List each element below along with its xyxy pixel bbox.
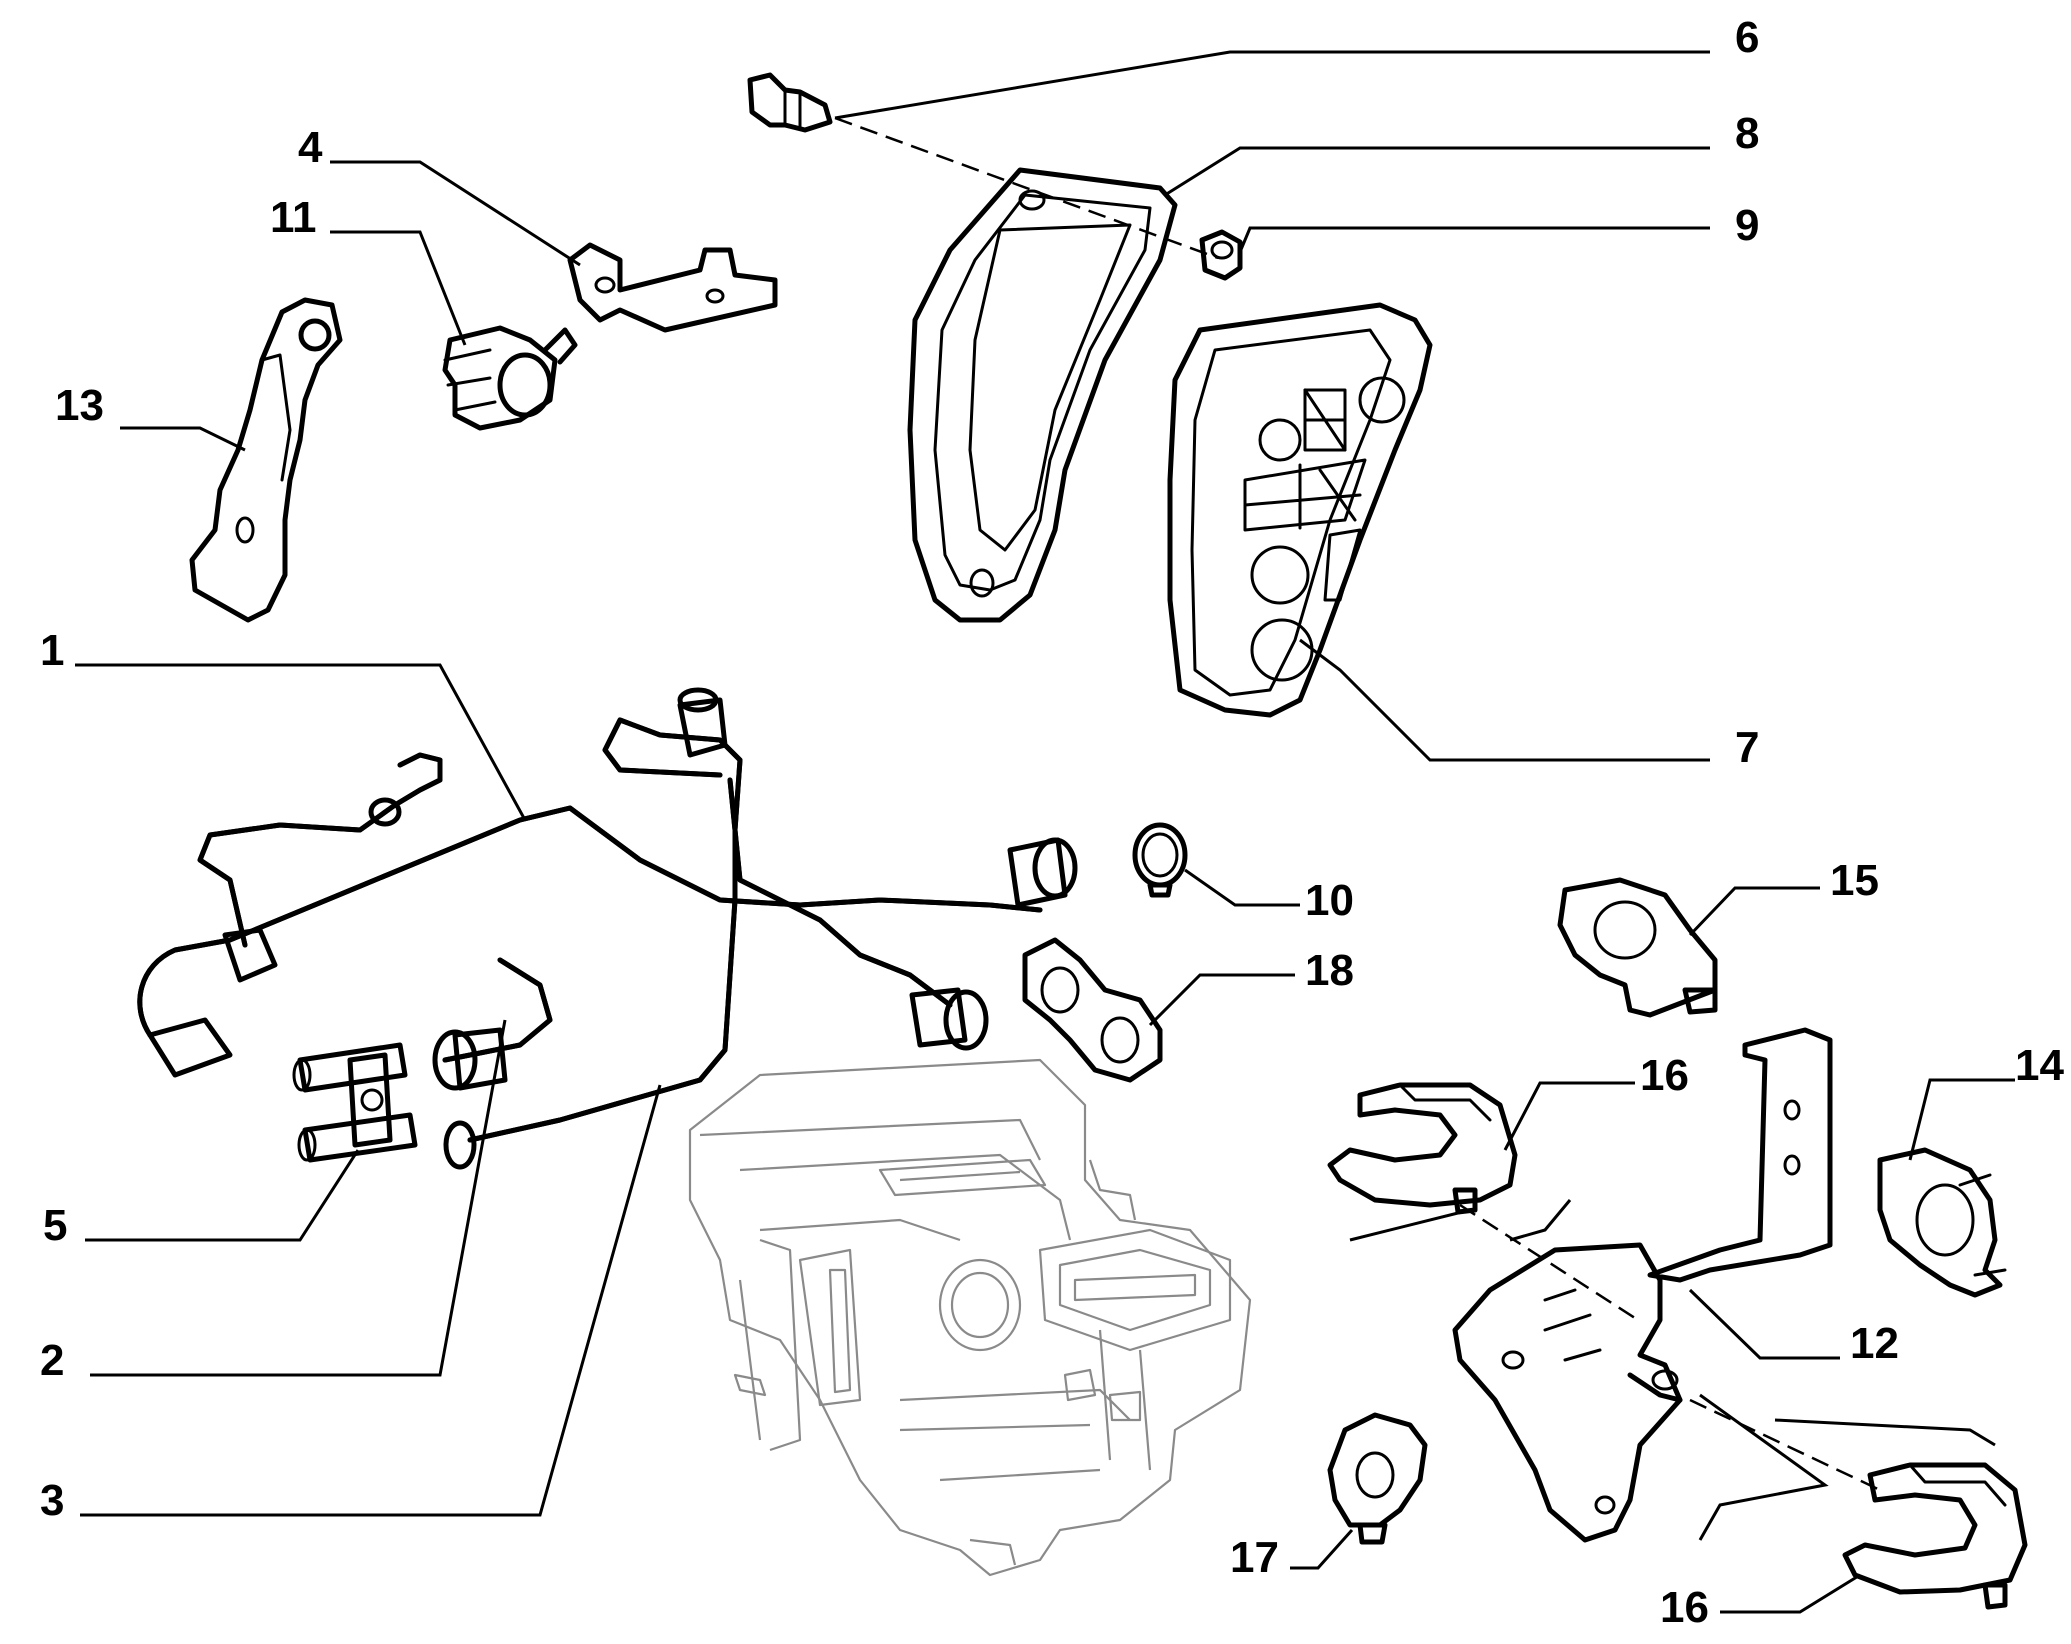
- callout-5: 5: [43, 1201, 67, 1250]
- callout-10: 10: [1305, 876, 1354, 925]
- seal-plate-7: [1167, 302, 1433, 718]
- callout-2: 2: [40, 1336, 64, 1385]
- double-clip-18: [1022, 937, 1163, 1083]
- callout-11: 11: [270, 193, 317, 242]
- screw-6: [747, 72, 833, 133]
- callout-16-upper: 16: [1640, 1051, 1689, 1100]
- hose-1: [137, 752, 1078, 1078]
- callout-6: 6: [1735, 13, 1759, 62]
- clip-14: [1877, 1147, 2007, 1298]
- callout-13: 13: [55, 381, 104, 430]
- clip-15: [1557, 877, 1718, 1018]
- callout-4: 4: [298, 123, 323, 172]
- callout-3: 3: [40, 1476, 64, 1525]
- callout-labels: 1 2 3 4 5 6 7 8 9 10 11 12 13 14 15 16 1…: [40, 13, 2064, 1632]
- hose-3: [443, 687, 989, 1170]
- callout-9: 9: [1735, 201, 1759, 250]
- clamp-16-upper: [1327, 1082, 1518, 1215]
- hose-clip-11: [442, 325, 578, 431]
- callout-17: 17: [1230, 1533, 1279, 1582]
- callout-18: 18: [1305, 946, 1354, 995]
- callout-12: 12: [1850, 1319, 1899, 1368]
- leader-lines: [75, 50, 2015, 1614]
- callout-15: 15: [1830, 856, 1879, 905]
- nut-9: [1199, 229, 1243, 281]
- bracket-13: [189, 297, 343, 623]
- gasket-8: [907, 167, 1178, 623]
- callout-1: 1: [40, 626, 64, 675]
- clip-17: [1327, 1412, 1428, 1545]
- clamp-16-lower: [1842, 1462, 2028, 1610]
- callout-7: 7: [1735, 723, 1759, 772]
- callout-16-lower: 16: [1660, 1583, 1709, 1632]
- callout-14: 14: [2015, 1041, 2064, 1090]
- ring-clamp-10: [1132, 822, 1188, 898]
- hose-2: [432, 957, 553, 1091]
- t-connector-5: [292, 1042, 418, 1163]
- callout-8: 8: [1735, 109, 1759, 158]
- bracket-12: [1452, 1027, 1833, 1543]
- heater-unit-housing: [688, 1058, 1252, 1577]
- assembly-lines: [834, 116, 1996, 1541]
- bracket-4: [567, 242, 778, 333]
